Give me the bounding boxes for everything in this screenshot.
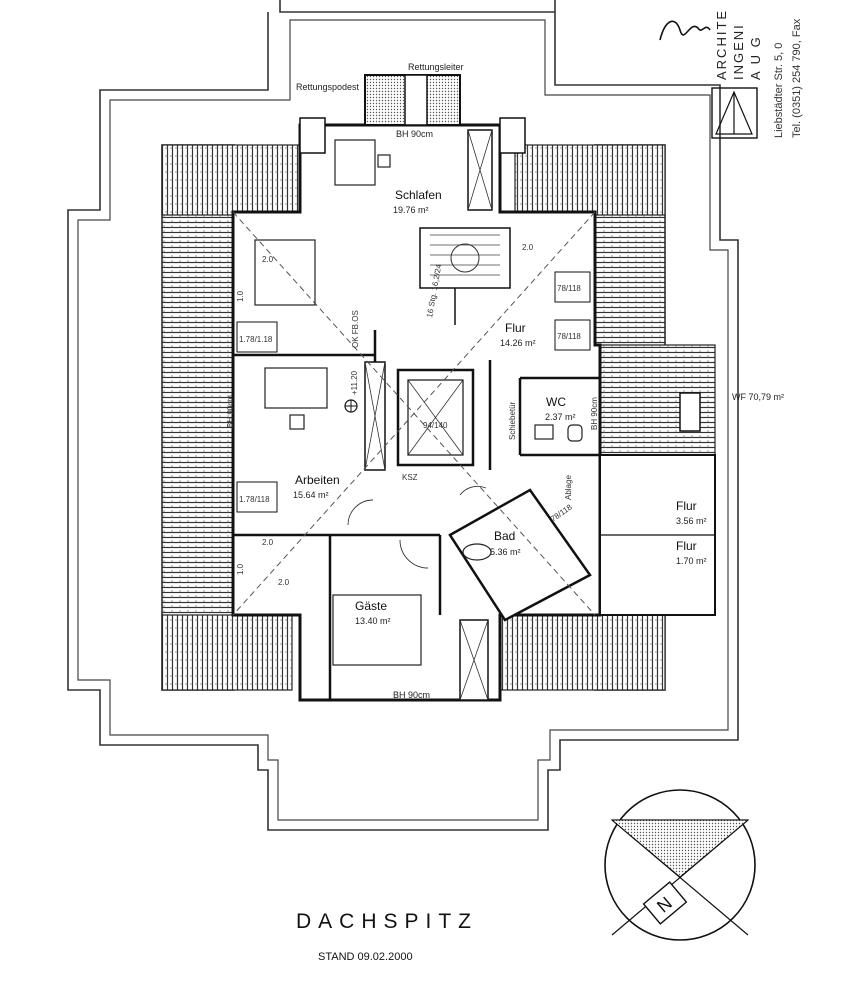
plan-title: DACHSPITZ (296, 910, 478, 933)
bad-walls (448, 488, 592, 622)
window-box-arbeiten (236, 481, 278, 513)
roof-bottom-right (499, 614, 666, 691)
label-bh-top: BH 90cm (396, 129, 433, 139)
svg-text:Schlafen: Schlafen (395, 188, 442, 202)
label-floor-level: +11.20 (350, 370, 359, 395)
label-schiebetuer: Schiebetür (508, 401, 517, 440)
chair-arbeiten (289, 414, 305, 430)
chair-schlafen (377, 154, 391, 168)
roof-left (161, 144, 235, 691)
north-compass: N (604, 789, 756, 941)
roof-bottom-left (161, 614, 293, 691)
window-box-left (236, 321, 278, 353)
svg-text:Flur: Flur (676, 539, 697, 553)
roof-window-dormer (679, 392, 701, 432)
svg-text:3.56 m²: 3.56 m² (676, 516, 707, 526)
label-dim-10b: 1.0 (236, 563, 245, 575)
room-schlafen: Schlafen 19.76 m² (393, 188, 442, 215)
svg-text:15.64 m²: 15.64 m² (293, 490, 329, 500)
window-box-right2 (554, 319, 591, 351)
svg-text:5.36 m²: 5.36 m² (490, 547, 521, 557)
room-flur-annex-1: Flur 3.56 m² (676, 499, 707, 526)
ridge-lines (232, 211, 596, 616)
svg-text:14.26 m²: 14.26 m² (500, 338, 536, 348)
rettungsleiter-box (404, 74, 428, 126)
label-bh-wc: BH 90cm (590, 397, 599, 430)
eave-outline-outer (67, 0, 739, 831)
label-ablage: Ablage (564, 475, 573, 500)
svg-text:1.70 m²: 1.70 m² (676, 556, 707, 566)
label-window-left: 1.78/1.18 (239, 335, 273, 344)
signature (659, 20, 711, 41)
roof-top-left (161, 144, 303, 216)
door-bad (459, 485, 487, 496)
plan-stand: STAND 09.02.2000 (318, 951, 413, 963)
svg-text:Flur: Flur (676, 499, 697, 513)
bed-schlafen (334, 139, 376, 186)
label-wf: WF 70,79 m² (732, 392, 784, 402)
label-dim-20a: 2.0 (262, 255, 274, 264)
svg-text:A U G: A U G (748, 35, 763, 80)
label-dim-20b: 2.0 (522, 243, 534, 252)
svg-text:ARCHITE: ARCHITE (714, 9, 729, 80)
label-roof-window: 94/140 (423, 421, 448, 430)
bed-gaeste (332, 594, 422, 666)
svg-text:13.40 m²: 13.40 m² (355, 616, 391, 626)
label-dim-20d: 2.0 (278, 578, 290, 587)
svg-text:INGENI: INGENI (731, 23, 746, 80)
roof-top-right (514, 144, 666, 216)
svg-text:Tel. (0351) 254 790, Fax: Tel. (0351) 254 790, Fax (791, 18, 803, 138)
svg-text:Gäste: Gäste (355, 599, 387, 613)
label-ok-fb: OK FB.OS (351, 310, 360, 348)
room-flur-annex-2: Flur 1.70 m² (676, 539, 707, 566)
svg-text:Bad: Bad (494, 529, 515, 543)
label-ksz: KSZ (402, 473, 418, 482)
svg-text:WC: WC (546, 395, 566, 409)
label-bh-bottom: BH 90cm (393, 690, 430, 700)
svg-text:Flur: Flur (505, 321, 526, 335)
room-bad: Bad 5.36 m² (490, 529, 521, 557)
wc-basin (534, 424, 554, 440)
bathtub (462, 543, 492, 561)
room-wc: WC 2.37 m² (545, 395, 576, 422)
label-window-right1: 78/118 (557, 284, 581, 293)
desk-arbeiten (264, 367, 328, 409)
svg-text:19.76 m²: 19.76 m² (393, 205, 429, 215)
label-window-right2: 78/118 (557, 332, 581, 341)
door-arbeiten (347, 499, 374, 526)
label-bh-left: BH 90cm (226, 395, 235, 428)
svg-text:Arbeiten: Arbeiten (295, 473, 340, 487)
top-dormer-left (299, 117, 326, 154)
label-dim-10a: 1.0 (236, 290, 245, 302)
room-flur: Flur 14.26 m² (500, 321, 536, 348)
spiral-stair (419, 227, 511, 289)
top-dormer-right (499, 117, 526, 154)
wc-toilet (567, 424, 583, 442)
label-window-arbeiten: 1.78/118 (239, 495, 270, 504)
label-rettungspodest: Rettungspodest (296, 82, 360, 92)
bed-left (254, 239, 316, 306)
svg-text:Liebstädter Str. 5, 0: Liebstädter Str. 5, 0 (773, 43, 785, 138)
room-gaeste: Gäste 13.40 m² (355, 599, 391, 626)
svg-text:2.37 m²: 2.37 m² (545, 412, 576, 422)
label-dim-20c: 2.0 (262, 538, 274, 547)
window-box-right1 (554, 271, 591, 303)
eave-outline-inner (77, 19, 729, 821)
room-arbeiten: Arbeiten 15.64 m² (293, 473, 340, 500)
door-gaeste (399, 539, 429, 569)
label-rettungsleiter: Rettungsleiter (408, 62, 464, 72)
firm-stamp: ARCHITE INGENI A U G Liebstädter Str. 5,… (659, 9, 803, 139)
